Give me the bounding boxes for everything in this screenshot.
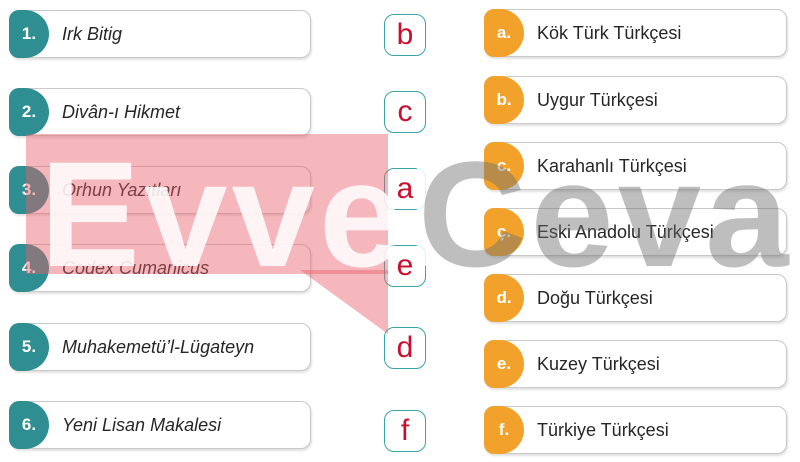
work-title: Yeni Lisan Makalesi — [62, 414, 222, 435]
period-card-f: f. Türkiye Türkçesi — [484, 406, 787, 454]
period-label: Uygur Türkçesi — [537, 89, 658, 110]
period-card-a: a. Kök Türk Türkçesi — [484, 9, 787, 57]
watermark-cevap: Cevap — [418, 130, 800, 298]
letter-tab: d. — [484, 274, 524, 322]
period-label: Eski Anadolu Türkçesi — [537, 221, 714, 242]
work-card-5: 5. Muhakemetü’l-Lügateyn — [9, 323, 311, 371]
answer-box-5[interactable]: d — [384, 327, 426, 369]
work-card-3: 3. Orhun Yazıtları — [9, 166, 311, 214]
watermark-banner-tail — [300, 270, 388, 334]
work-title: Muhakemetü’l-Lügateyn — [62, 336, 255, 357]
work-card-1: 1. Irk Bitig — [9, 10, 311, 58]
letter-tab: f. — [484, 406, 524, 454]
letter-tab: ç. — [484, 208, 524, 256]
letter-tab: a. — [484, 9, 524, 57]
period-label: Kuzey Türkçesi — [537, 353, 660, 374]
letter-tab: b. — [484, 76, 524, 124]
work-title: Divân-ı Hikmet — [62, 101, 181, 122]
work-title: Orhun Yazıtları — [62, 179, 182, 200]
answer-box-3[interactable]: a — [384, 168, 426, 210]
number-tab: 2. — [9, 88, 49, 136]
watermark-banner — [26, 134, 388, 274]
period-card-d: d. Doğu Türkçesi — [484, 274, 787, 322]
work-title: Codex Cumanicus — [62, 257, 210, 278]
period-label: Kök Türk Türkçesi — [537, 22, 682, 43]
work-card-4: 4. Codex Cumanicus — [9, 244, 311, 292]
work-card-6: 6. Yeni Lisan Makalesi — [9, 401, 311, 449]
number-tab: 3. — [9, 166, 49, 214]
letter-tab: e. — [484, 340, 524, 388]
period-label: Türkiye Türkçesi — [537, 419, 669, 440]
number-tab: 4. — [9, 244, 49, 292]
number-tab: 6. — [9, 401, 49, 449]
answer-box-2[interactable]: c — [384, 91, 426, 133]
answer-box-6[interactable]: f — [384, 410, 426, 452]
number-tab: 1. — [9, 10, 49, 58]
period-card-c-cedilla: ç. Eski Anadolu Türkçesi — [484, 208, 787, 256]
work-card-2: 2. Divân-ı Hikmet — [9, 88, 311, 136]
period-card-c: c. Karahanlı Türkçesi — [484, 142, 787, 190]
answer-box-1[interactable]: b — [384, 14, 426, 56]
period-card-b: b. Uygur Türkçesi — [484, 76, 787, 124]
period-label: Karahanlı Türkçesi — [537, 155, 687, 176]
work-title: Irk Bitig — [62, 23, 123, 44]
letter-tab: c. — [484, 142, 524, 190]
period-label: Doğu Türkçesi — [537, 287, 653, 308]
answer-box-4[interactable]: e — [384, 245, 426, 287]
number-tab: 5. — [9, 323, 49, 371]
period-card-e: e. Kuzey Türkçesi — [484, 340, 787, 388]
watermark-evvel: Evvel — [40, 130, 452, 298]
